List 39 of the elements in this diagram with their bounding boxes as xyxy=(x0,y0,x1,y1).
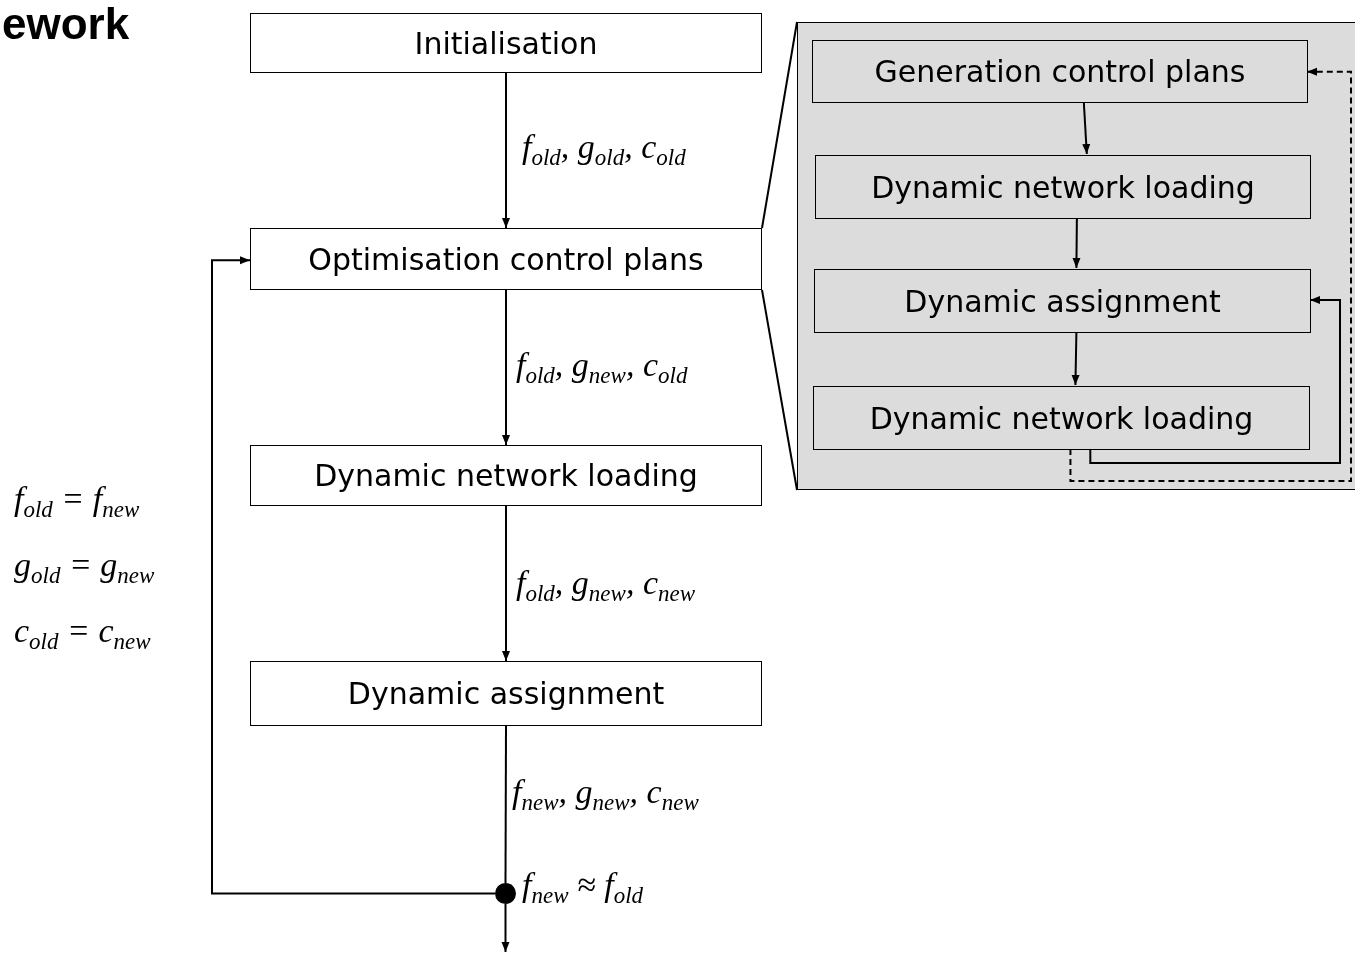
box-label: Dynamic network loading xyxy=(314,458,698,493)
update-equation: g$_{old}$ = g$_{new}$ xyxy=(14,546,155,589)
box-label: Optimisation control plans xyxy=(308,241,704,277)
update-equation: f$_{old}$ = f$_{new}$ xyxy=(14,480,140,523)
process-box xyxy=(250,228,762,290)
box-label: Dynamic assignment xyxy=(904,283,1221,319)
box-label: Dynamic network loading xyxy=(871,169,1255,205)
edge-label: f$_{old}$, g$_{new}$, c$_{old}$ xyxy=(516,346,688,389)
title: ework xyxy=(2,0,130,49)
update-equation: c$_{old}$ = c$_{new}$ xyxy=(14,612,151,655)
process-box xyxy=(813,386,1310,450)
zoom-line xyxy=(761,289,798,491)
process-box xyxy=(250,445,762,506)
process-box xyxy=(814,269,1311,333)
arrow xyxy=(1089,296,1341,464)
arrow xyxy=(501,903,510,953)
junction-dot xyxy=(495,883,516,904)
arrow xyxy=(502,505,510,662)
edge-label: f$_{new}$, g$_{new}$, c$_{new}$ xyxy=(512,773,699,816)
process-box xyxy=(250,661,762,726)
process-box xyxy=(815,155,1311,219)
arrow xyxy=(1069,67,1352,482)
process-box xyxy=(250,13,762,73)
convergence-condition: f$_{new}$ ≈ f$_{old}$ xyxy=(522,866,643,909)
process-box xyxy=(812,40,1308,103)
zoom-line xyxy=(761,21,798,229)
edge-label: f$_{old}$, g$_{old}$, c$_{old}$ xyxy=(522,128,686,171)
arrow xyxy=(1082,101,1091,155)
box-label: Dynamic network loading xyxy=(869,400,1254,436)
arrow xyxy=(211,256,496,895)
box-label: Generation control plans xyxy=(874,54,1246,89)
box-label: Initialisation xyxy=(414,25,598,61)
arrow xyxy=(502,72,510,229)
arrow xyxy=(1071,331,1080,386)
arrow xyxy=(502,289,510,446)
edge-label: f$_{old}$, g$_{new}$, c$_{new}$ xyxy=(516,564,696,607)
box-label: Dynamic assignment xyxy=(347,676,665,711)
detail-panel xyxy=(797,22,1355,490)
arrow xyxy=(1072,217,1081,269)
